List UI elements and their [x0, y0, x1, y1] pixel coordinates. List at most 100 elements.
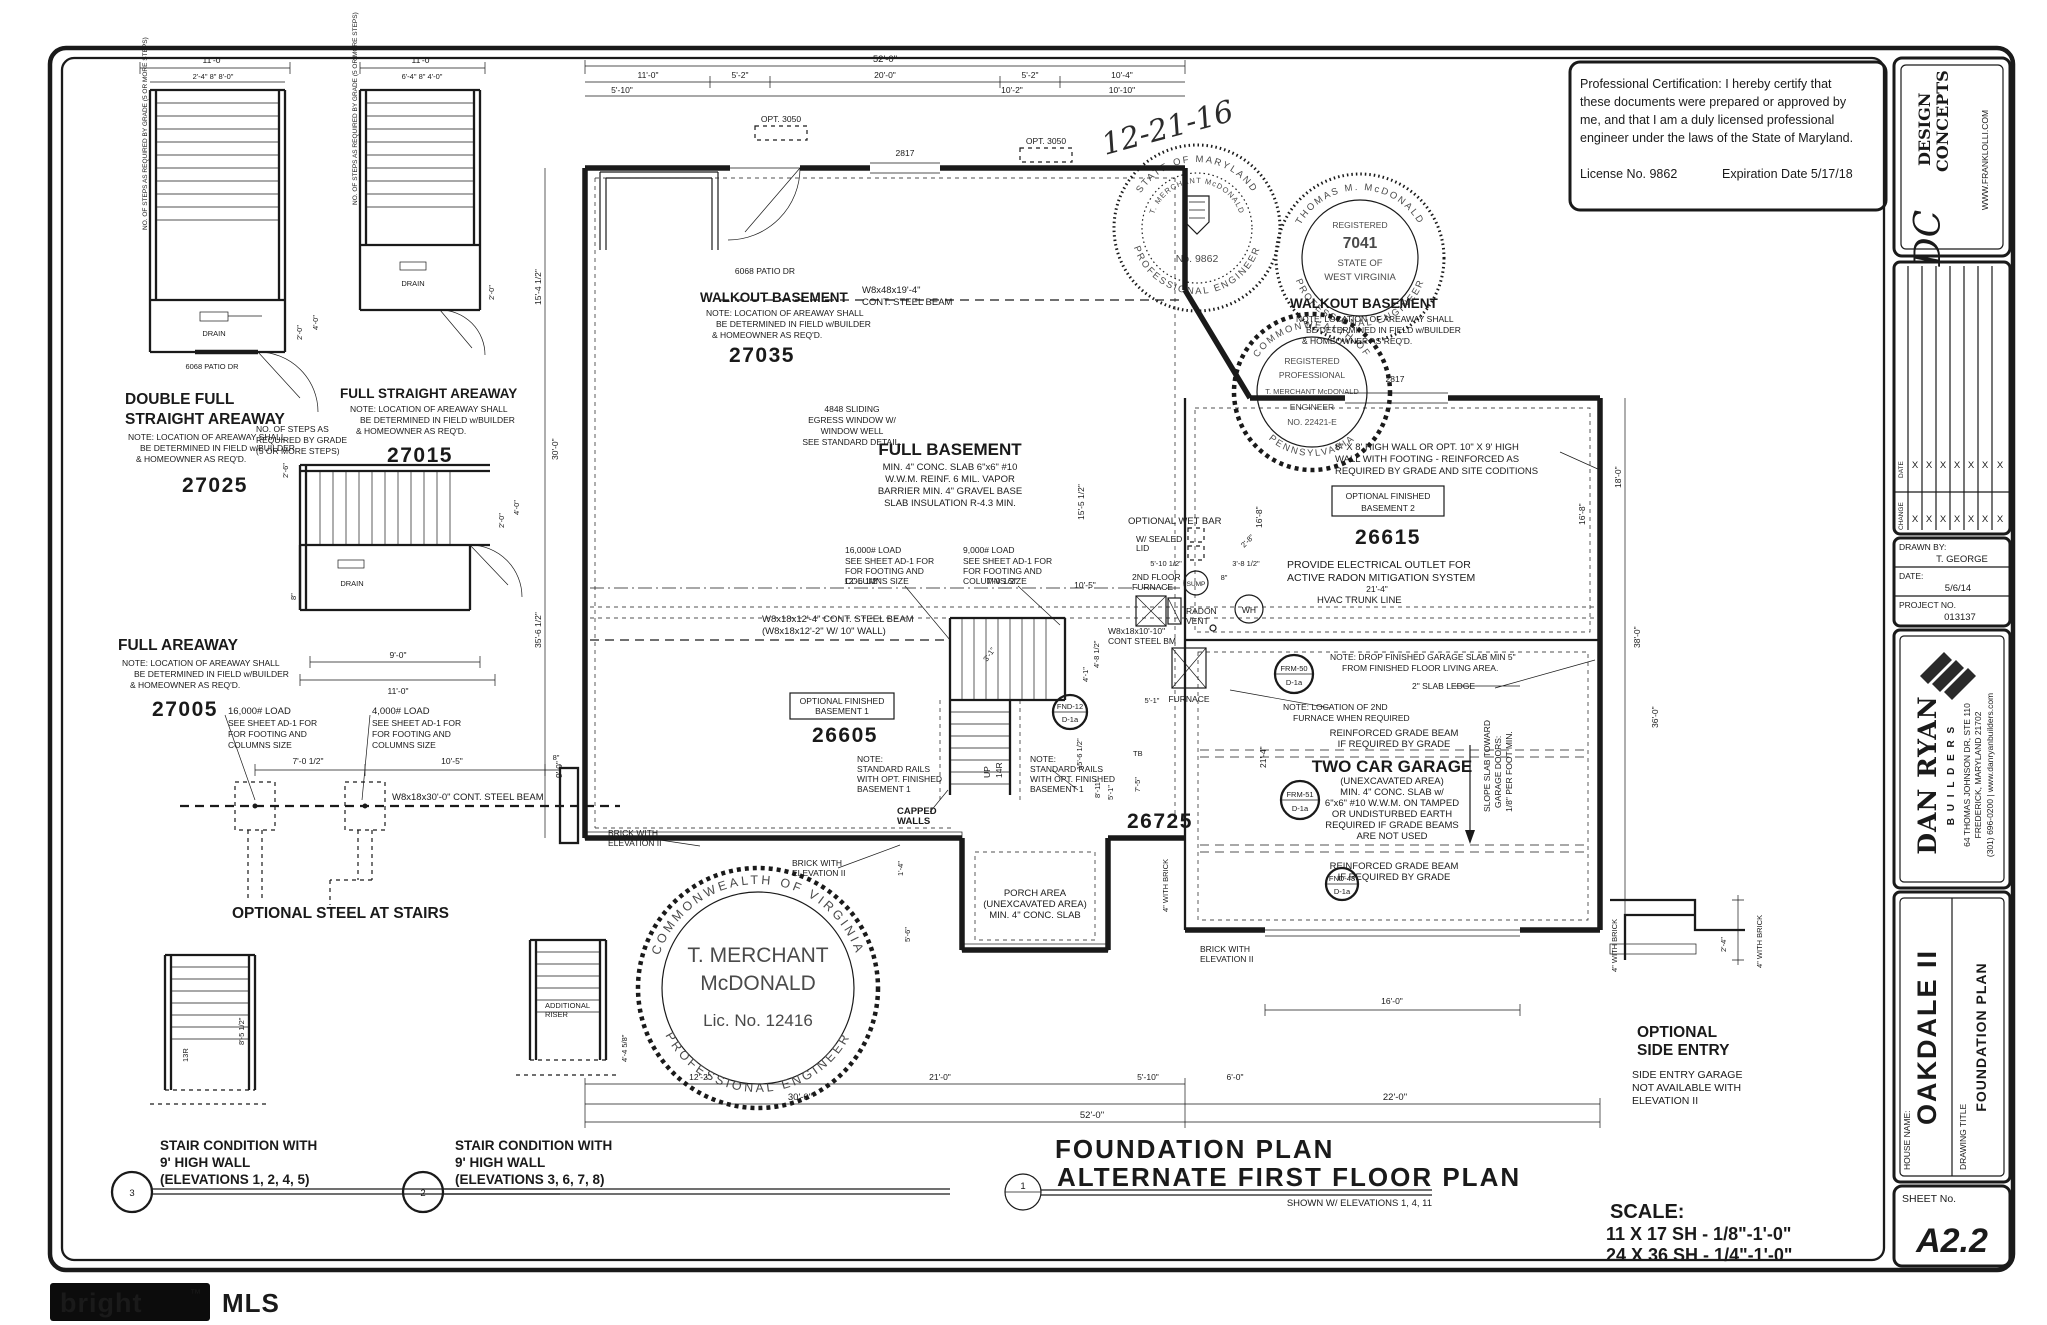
dim-3-8-half: 3'-8 1/2"	[1232, 559, 1260, 568]
garage-l6: ARE NOT USED	[1356, 831, 1427, 842]
svg-text:X: X	[1940, 460, 1947, 471]
d3-dim-5: 2'-0"	[497, 513, 506, 528]
porch-3: MIN. 4" CONC. SLAB	[989, 910, 1081, 921]
d3-dim-3: 11'-0"	[387, 686, 408, 696]
d6-riser-2: RISER	[545, 1010, 569, 1019]
garage-l2: MIN. 4" CONC. SLAB w/	[1340, 787, 1444, 798]
dim-8-11: 8'-11"	[1093, 779, 1102, 798]
sealed-lid-1: W/ SEALED	[1136, 534, 1182, 544]
egress-2: EGRESS WINDOW W/	[808, 415, 896, 425]
dim-3-1: 3'-1"	[981, 645, 997, 663]
cert-line-1: Professional Certification: I hereby cer…	[1580, 77, 1832, 91]
svg-text:X: X	[1912, 460, 1919, 471]
radon-1: PROVIDE ELECTRICAL OUTLET FOR	[1287, 559, 1471, 571]
optfin1-1: OPTIONAL FINISHED	[800, 696, 885, 706]
cert-license: License No. 9862	[1580, 167, 1677, 181]
dim-1-4: 1'-4"	[896, 861, 905, 876]
dim-top-10-2: 10'-2"	[1001, 85, 1023, 95]
dim-7-0: 7'-0 1/2"	[986, 576, 1017, 586]
rev-change-label: CHANGE	[1898, 502, 1905, 530]
walkout-right-n2: BE DETERMINED IN FIELD w/BUILDER	[1306, 325, 1461, 335]
footer-title-2: ALTERNATE FIRST FLOOR PLAN	[1057, 1162, 1521, 1192]
d2-dim-width: 11'-0"	[411, 55, 432, 65]
d2-note-2: BE DETERMINED IN FIELD w/BUILDER	[360, 415, 515, 425]
d5-line-2: 9' HIGH WALL	[160, 1155, 250, 1170]
garage-l5: REQUIRED IF GRADE BEAMS	[1325, 820, 1459, 831]
d6-dim: 4'-4 5/8"	[620, 1034, 629, 1062]
window-opt3050-2: OPT. 3050	[1026, 136, 1066, 146]
bright-logo-text: bright	[60, 1288, 142, 1318]
rails1-1: STANDARD RAILS	[857, 764, 930, 774]
sheet-no-label: SHEET No.	[1902, 1193, 1956, 1205]
d3-dim-4: 8"	[289, 593, 298, 600]
drawn-by-label: DRAWN BY:	[1899, 542, 1946, 552]
sump-label: SUMP	[1187, 581, 1206, 588]
drawing-title-block: FOUNDATION PLAN ALTERNATE FIRST FLOOR PL…	[1004, 1134, 1792, 1265]
grade-beam1-2: IF REQUIRED BY GRADE	[1338, 739, 1451, 750]
full-basement-n3: BARRIER MIN. 4" GRAVEL BASE	[878, 486, 1022, 497]
dan-ryan-addr1: 64 THOMAS JOHNSON DR, STE 110	[1962, 703, 1972, 847]
optfin2-number: 26615	[1355, 526, 1421, 549]
d4-load1-n1: SEE SHEET AD-1 FOR	[228, 718, 317, 728]
wv-registered: REGISTERED	[1332, 220, 1387, 230]
d3-steps-2: REQUIRED BY GRADE	[256, 435, 347, 445]
cert-line-2: these documents were prepared or approve…	[1580, 95, 1847, 109]
rails1-2: WITH OPT. FINISHED	[857, 774, 942, 784]
d1-note-1: NOTE: LOCATION OF AREAWAY SHALL	[128, 432, 286, 442]
dim-bot-52-0: 52'-0"	[1080, 1110, 1104, 1121]
wv-number: 7041	[1343, 235, 1378, 252]
water-heater-label: WH	[1242, 605, 1256, 615]
pa-registered: REGISTERED	[1284, 356, 1339, 366]
d6-line-3: (ELEVATIONS 3, 6, 7, 8)	[455, 1172, 605, 1187]
stair-14r: 14R	[994, 762, 1004, 778]
dan-ryan-logo-icon	[1920, 652, 1976, 700]
optfin2-2: BASEMENT 2	[1361, 503, 1415, 513]
slope-3: 1/8" PER FOOT MIN.	[1504, 731, 1514, 812]
pa-engineer: ENGINEER	[1290, 402, 1334, 412]
side-entry-title-2: SIDE ENTRY	[1637, 1042, 1730, 1059]
project-value: 013137	[1944, 612, 1976, 623]
cert-expiration: Expiration Date 5/17/18	[1722, 167, 1853, 181]
d4-load1-n3: COLUMNS SIZE	[228, 740, 292, 750]
load9-3: COLUMNS SIZE	[963, 576, 1027, 586]
tag-frm50: FRM-50	[1280, 664, 1307, 673]
optfin1-number: 26605	[812, 724, 878, 747]
full-basement-n4: SLAB INSULATION R-4.3 MIN.	[884, 498, 1016, 509]
scale-line-1: 11 X 17 SH - 1/8"-1'-0"	[1606, 1224, 1791, 1244]
d1-title-2: STRAIGHT AREAWAY	[125, 411, 286, 428]
capped-walls-2: WALLS	[897, 816, 930, 827]
furnace-note-2: FURNACE WHEN REQUIRED	[1293, 713, 1410, 723]
svg-text:X: X	[1926, 460, 1933, 471]
dim-top-5-2a: 5'-2"	[732, 70, 749, 80]
wv-west-virginia: WEST VIRGINIA	[1324, 272, 1396, 283]
drawing-title-value: FOUNDATION PLAN	[1973, 962, 1989, 1111]
side-entry-title-1: OPTIONAL	[1637, 1024, 1717, 1041]
stair-up: UP	[982, 766, 992, 778]
dim-12-6: 12'-6 1/2"	[844, 576, 880, 586]
number-26725: 26725	[1127, 810, 1193, 833]
dim-5-10-half: 5'-10 1/2"	[1150, 559, 1182, 568]
wall8-1: 8" X 8' HIGH WALL OR OPT. 10" X 9' HIGH	[1335, 442, 1519, 453]
full-basement-title: FULL BASEMENT	[878, 440, 1022, 459]
full-basement-n1: MIN. 4" CONC. SLAB 6"x6" #10	[883, 462, 1018, 473]
d3-note-3: & HOMEOWNER AS REQ'D.	[130, 680, 240, 690]
dim-bot-21-0: 21'-0"	[929, 1072, 951, 1082]
dim-bot-5-10: 5'-10"	[1137, 1072, 1159, 1082]
scale-title: SCALE:	[1610, 1201, 1684, 1223]
svg-text:PROFESSIONAL ENGINEER: PROFESSIONAL ENGINEER	[663, 1030, 854, 1096]
d4-dim-2: 10'-5"	[441, 756, 463, 766]
beam-top-1: W8x48x19'-4"	[862, 285, 921, 296]
dim-bot-12-2: 12'-2"	[689, 1072, 711, 1082]
dim-top-11: 11'-0"	[637, 70, 658, 80]
stamp-date-text: 12-21-16	[1098, 94, 1237, 163]
walkout-left-number: 27035	[729, 344, 795, 367]
walkout-right-n3: & HOMEOWNER AS REQ'D.	[1302, 336, 1412, 346]
scale-line-2: 24 X 36 SH - 1/4"-1'-0"	[1606, 1245, 1792, 1265]
footer-bubble: 1	[1020, 1181, 1025, 1192]
detail-optional-steel: 16,000# LOAD SEE SHEET AD-1 FOR FOR FOOT…	[180, 706, 620, 922]
dim-bot-6-0: 6'-0"	[1227, 1072, 1244, 1082]
tag-frm51: FRM-51	[1286, 790, 1313, 799]
d5-risers: 13R	[181, 1048, 190, 1062]
